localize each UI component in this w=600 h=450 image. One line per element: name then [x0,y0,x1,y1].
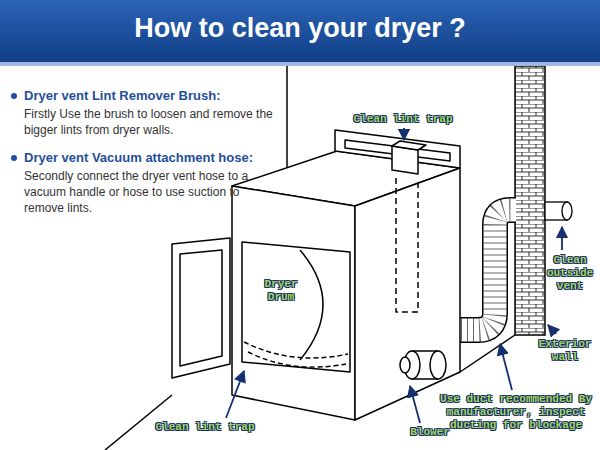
drawing-stroke [403,128,405,140]
leader-arrows [226,128,562,423]
bullet-text: Firstly Use the brush to loosen and remo… [24,106,274,138]
lint-trap-top [392,141,426,150]
dryer-door [172,238,230,378]
callout-label: Clean outside vent [542,254,598,293]
door-panel [180,250,222,366]
callout-label: Exterior wall [532,338,598,364]
drawing-stroke [455,210,516,330]
drawing-stroke [500,344,512,390]
title-bar: How to clean your dryer ? [0,0,600,66]
drawing-stroke [562,202,572,220]
page-title: How to clean your dryer ? [0,13,600,44]
vent-duct [455,210,516,330]
lint-trap-filter [396,178,418,312]
dryer-drum [300,250,323,360]
blower-back [430,351,446,379]
drawing-stroke [226,371,244,418]
bullet-text: Secondly connect the dryer vent hose to … [24,168,274,216]
blower-hub [400,357,410,373]
drawing-stroke [410,386,420,423]
drawing-stroke [455,210,516,330]
bullet-heading: Dryer vent Lint Remover Brush: [24,88,284,104]
drawing-stroke [455,210,514,330]
outside-vent [545,202,572,220]
drawing-stroke [11,155,17,161]
bullet-heading: Dryer vent Vacuum attachment hose: [24,150,284,166]
callout-label: Clean lint trap [151,421,259,434]
exterior-wall [515,66,545,335]
callout-label: Use duct recommended By manufacturer, in… [434,393,598,432]
part-label: Dryer Drum [258,278,304,304]
drawing-stroke [286,66,288,182]
drum-opening [242,242,350,372]
drawing-stroke [548,325,556,334]
lint-trap-handle [392,146,418,174]
dryer-side [355,168,460,420]
drawing-stroke [561,227,563,250]
drawing-stroke [11,93,17,99]
callout-label: Blower [398,426,462,439]
callout-label: Clean lint trap [347,113,459,126]
front-lint-trap [244,342,348,367]
bullets [11,93,17,161]
dryer-front [232,186,355,420]
drawing-stroke [515,66,545,335]
